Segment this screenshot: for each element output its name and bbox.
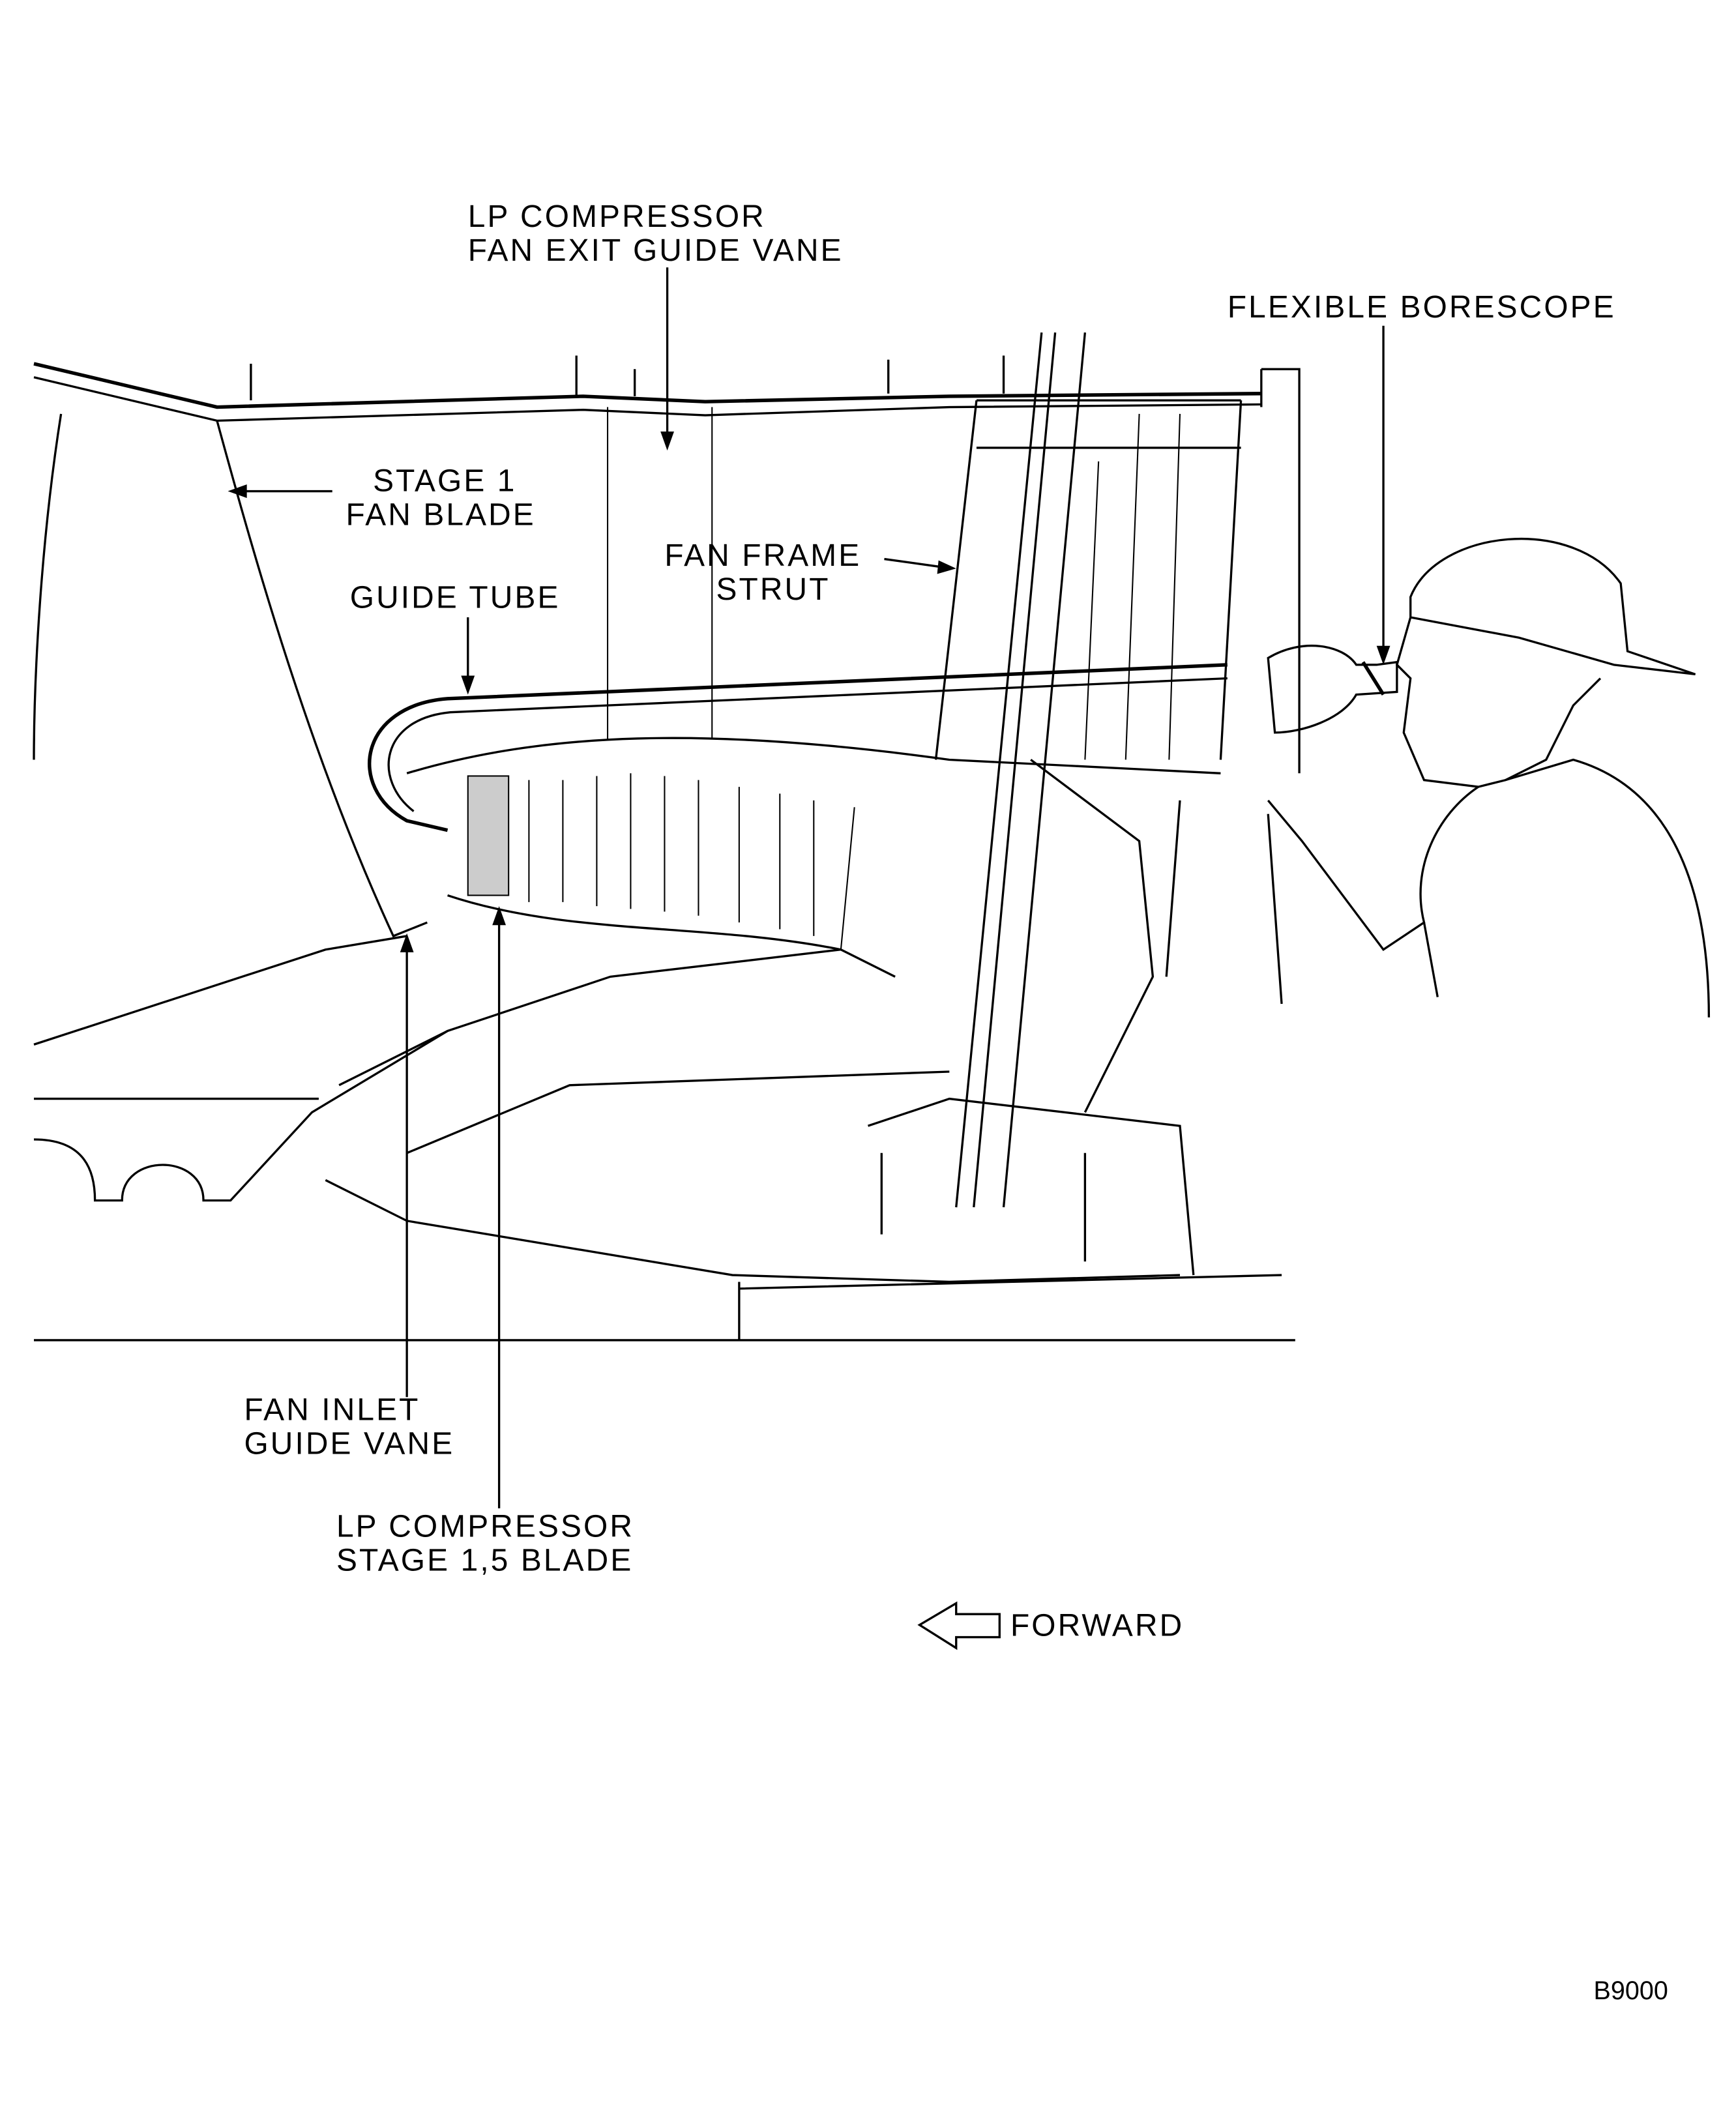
exit-guide-vane [607, 407, 713, 740]
label-exit-guide-vane-line1: LP COMPRESSOR [468, 199, 766, 234]
label-forward: FORWARD [1010, 1608, 1184, 1643]
guide-tube [368, 663, 1228, 832]
label-fan-frame-line2: STRUT [716, 572, 830, 607]
label-guide-tube: GUIDE TUBE [350, 580, 561, 615]
label-stage-blade-line2: STAGE 1,5 BLADE [336, 1544, 633, 1578]
fan-casing [33, 355, 1301, 774]
leader-lines [228, 267, 1390, 1508]
label-fan-frame-line1: FAN FRAME [664, 538, 861, 573]
label-stage-blade-line1: LP COMPRESSOR [336, 1510, 634, 1544]
lp-compressor [33, 737, 1221, 1284]
label-inlet-vane-line2: GUIDE VANE [244, 1427, 454, 1461]
label-inlet-vane-line1: FAN INLET [244, 1393, 420, 1428]
label-fan-blade-line1: STAGE 1 [373, 464, 516, 499]
engine-centerline [34, 1274, 1295, 1342]
label-exit-guide-vane-line2: FAN EXIT GUIDE VANE [468, 233, 844, 268]
label-fan-blade-line2: FAN BLADE [346, 498, 536, 533]
forward-arrow-icon [917, 1601, 1001, 1650]
technician-figure [1267, 537, 1711, 1018]
stage-1-fan-blade [33, 413, 428, 938]
label-flexible-borescope: FLEXIBLE BORESCOPE [1228, 290, 1616, 325]
fan-frame-strut [934, 332, 1243, 1208]
figure-code: B9000 [1594, 1976, 1668, 2005]
